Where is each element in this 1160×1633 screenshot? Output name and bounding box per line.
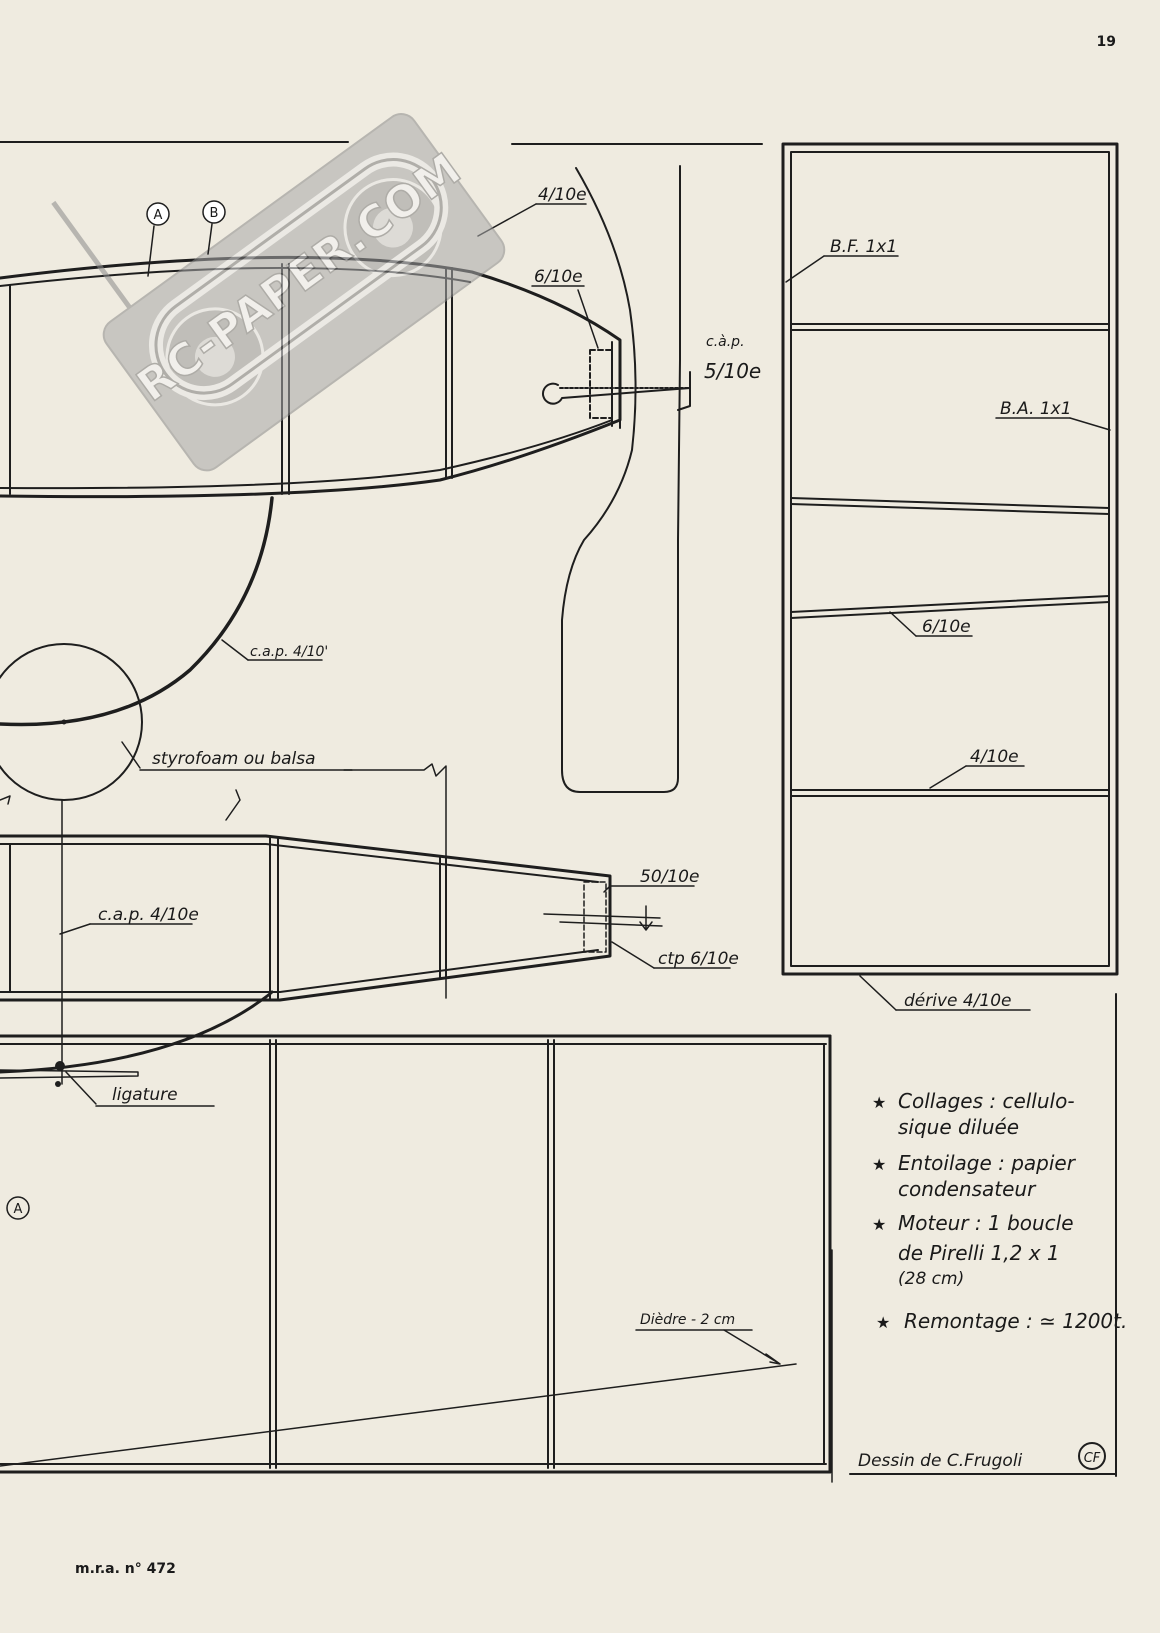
label-leader <box>65 1071 97 1105</box>
wheel-hub <box>61 719 67 725</box>
construction-notes: ★ Collages : cellulo- sique diluée ★ Ent… <box>872 1089 1127 1333</box>
landing-gear-leg <box>0 496 274 727</box>
break-mark <box>225 789 241 821</box>
label-leader <box>785 255 825 283</box>
drawing-credit: Dessin de C.Frugoli <box>858 1451 1023 1471</box>
fin-derive-label: dérive 4/10e <box>904 991 1012 1011</box>
skid-label: c.a.p. 4/10' <box>250 644 328 660</box>
page-number: 19 <box>1096 34 1116 50</box>
callout-a-leader <box>147 225 155 277</box>
break-mark-left <box>0 795 11 805</box>
fin-frame <box>781 142 1119 976</box>
note-1-line-2: sique diluée <box>898 1115 1019 1139</box>
watermark-stick-right-cap <box>372 207 413 248</box>
stab-cap-label: c.a.p. 4/10e <box>98 905 199 925</box>
note-3-line-3: (28 cm) <box>898 1269 964 1289</box>
label-leader <box>603 885 611 893</box>
wheel-circle <box>0 643 143 801</box>
note-bullet-icon: ★ <box>872 1215 886 1234</box>
label-leader <box>1069 417 1111 431</box>
section-marker-circle <box>6 1196 30 1220</box>
cap-value: 5/10e <box>704 359 761 383</box>
note-bullet-icon: ★ <box>876 1313 890 1332</box>
callout-b-circle <box>202 200 226 224</box>
label-leader <box>59 923 91 935</box>
callout-a-label: A <box>154 208 163 223</box>
section-marker-label: A <box>14 1202 23 1217</box>
wheel-label: styrofoam ou balsa <box>152 749 316 769</box>
fuselage-top-label: 4/10e <box>538 185 587 205</box>
label-leader <box>859 975 897 1011</box>
label-leader <box>121 741 141 769</box>
label-leader <box>221 639 249 661</box>
ligature-label: ligature <box>112 1085 178 1105</box>
label-leader <box>611 941 655 969</box>
wing-plan-view <box>0 1034 833 1483</box>
label-leader <box>577 289 599 349</box>
callout-a-circle <box>146 202 170 226</box>
author-monogram-icon: CF <box>1078 1442 1106 1470</box>
note-bullet-icon: ★ <box>872 1155 886 1174</box>
watermark-stick-left-cap <box>194 336 235 377</box>
diedre-label: Dièdre - 2 cm <box>640 1312 735 1328</box>
note-3-line-2: de Pirelli 1,2 x 1 <box>898 1241 1060 1265</box>
note-1-line-1: Collages : cellulo- <box>898 1089 1075 1113</box>
stab-tip-label: 50/10e <box>640 867 699 887</box>
fin-bf-label: B.F. 1x1 <box>830 237 897 257</box>
wing-spar-curve <box>0 990 274 1074</box>
diedre-arrow <box>723 1329 781 1365</box>
break-line <box>343 763 447 999</box>
stabilizer-plan-view <box>0 834 663 1002</box>
monogram-text: CF <box>1084 1451 1101 1466</box>
label-leader <box>889 611 917 637</box>
watermark-badge-border <box>154 158 443 395</box>
watermark-callouts: A B <box>146 200 226 277</box>
propeller-blade-outline <box>561 165 681 793</box>
fin-rib-a-label: 6/10e <box>922 617 971 637</box>
wing-rod <box>0 1069 139 1079</box>
label-leader <box>929 765 967 789</box>
callout-b-leader <box>207 223 213 255</box>
watermark-antenna-icon <box>51 200 132 310</box>
footer-issue: m.r.a. n° 472 <box>75 1561 176 1577</box>
fuselage-nose-label: 6/10e <box>534 267 583 287</box>
note-3-line-1: Moteur : 1 boucle <box>898 1211 1074 1235</box>
rc-paper-watermark: RC-PAPER.COM <box>51 113 506 472</box>
note-bullet-icon: ★ <box>872 1093 886 1112</box>
cap-label: c.à.p. <box>706 334 745 350</box>
fin-rib-b-label: 4/10e <box>970 747 1019 767</box>
fin-ba-label: B.A. 1x1 <box>1000 399 1072 419</box>
ligature-point <box>55 1061 65 1071</box>
note-2-line-1: Entoilage : papier <box>898 1151 1077 1175</box>
stab-ctp-label: ctp 6/10e <box>658 949 739 969</box>
callout-b-label: B <box>210 206 219 221</box>
note-2-line-2: condensateur <box>898 1177 1037 1201</box>
note-4-line-1: Remontage : ≃ 1200t. <box>904 1309 1127 1333</box>
ligature-end <box>55 1081 61 1087</box>
